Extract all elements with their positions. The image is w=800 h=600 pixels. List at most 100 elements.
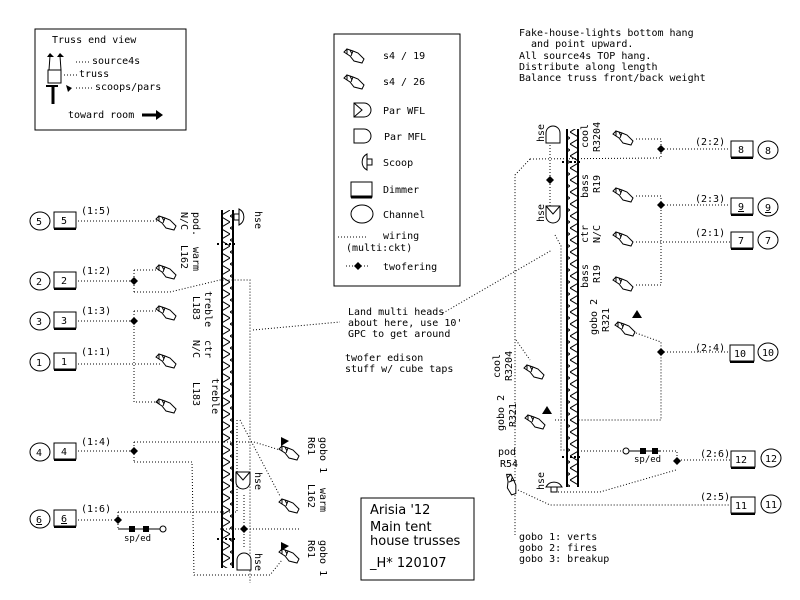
dimmer-number: 3 [61, 316, 67, 327]
gobo-triangle-icon [542, 406, 552, 414]
spled-connector-left: sp/ed [118, 525, 167, 544]
fixture-label: R61 [305, 540, 316, 558]
channel-number: 4 [36, 448, 42, 459]
notes-top: Fake-house-lights bottom hang and point … [519, 28, 706, 84]
fixture-label: warm [190, 247, 201, 271]
fixture-label: treble [202, 291, 213, 327]
scoop-fixture [545, 481, 563, 493]
left-truss-labels: pod. N/C warm L162 treble L183 ctr N/C t… [178, 211, 328, 576]
channel-number: 1 [36, 358, 42, 369]
source4-fixture [498, 471, 524, 497]
truss-end-view-title: Truss end view [52, 35, 137, 46]
hse-label: hse [536, 472, 547, 490]
spled-label: sp/ed [124, 534, 151, 544]
channel-number: 11 [765, 500, 777, 511]
truss-end-view-icon [46, 53, 72, 104]
source4-fixture [524, 414, 546, 430]
par-wfl-fixture [235, 471, 251, 490]
channel-number: 6 [36, 515, 42, 526]
title-line-4: _H* 120107 [369, 556, 447, 571]
left-circuit-3: 3 3 (1:3) [29, 306, 111, 331]
multi-circuit-label: (1:4) [81, 437, 111, 448]
right-circuit-11: (2:5) 11 11 [700, 492, 782, 515]
gobo-key-line: gobo 3: breakup [519, 554, 609, 565]
multi-circuit-label: (2:6) [700, 449, 730, 460]
twofer-node [673, 457, 681, 465]
left-circuit-4: 4 4 (1:4) [29, 437, 111, 462]
scoop-fixture [233, 208, 245, 226]
left-wiring [78, 220, 300, 583]
fixture-label: L183 [190, 296, 201, 320]
truss-end-label-scoops: scoops/pars [95, 82, 161, 93]
channel-number: 12 [765, 454, 777, 465]
title-line-2: Main tent [370, 520, 432, 535]
legend-label-dimmer: Dimmer [383, 185, 419, 196]
legend-label-s4-19: s4 / 19 [383, 51, 425, 62]
dimmer-number: 1 [61, 357, 67, 368]
source4-fixture [155, 264, 177, 280]
multi-circuit-label: (1:1) [81, 347, 111, 358]
twofer-node [657, 201, 665, 209]
legend-label-par-wfl: Par WFL [383, 106, 425, 117]
multi-circuit-label: (2:3) [695, 194, 725, 205]
gobo-triangle-icon [281, 542, 289, 551]
gobo-triangle-icon [281, 437, 289, 446]
fixture-label: R3204 [592, 122, 603, 152]
legend-label-wiring: wiring [383, 231, 419, 242]
fixture-label: cool [492, 354, 503, 378]
fixture-label: bass [580, 174, 591, 198]
notes-middle: Land multi heads about here, use 10' GPC… [345, 307, 462, 375]
channel-number: 8 [765, 146, 771, 157]
twofer-node [114, 516, 122, 524]
multi-circuit-label: (2:4) [695, 343, 725, 354]
source4-fixture [155, 305, 177, 321]
fixture-label: gobo 1 [317, 540, 328, 576]
right-circuit-8: (2:2) 8 8 [695, 137, 779, 160]
note-line: Fake-house-lights bottom hang [519, 28, 694, 39]
right-circuit-12: (2:6) 12 12 [700, 448, 782, 469]
note-line: All source4s TOP hang. [519, 51, 651, 62]
fixture-label: treble [209, 378, 220, 414]
left-circuit-2: 2 2 (1:2) [29, 266, 111, 291]
legend-label-scoop: Scoop [383, 158, 413, 169]
twofer-node [546, 176, 554, 184]
fixture-label: R54 [500, 459, 518, 470]
legend-label-twofering: twofering [383, 262, 437, 273]
fixture-label: bass [580, 264, 591, 288]
right-truss [562, 129, 581, 487]
twofer-node [657, 145, 665, 153]
source4-fixture [612, 187, 634, 203]
legend-box: s4 / 19 s4 / 26 Par WFL Par MFL Scoop Di… [333, 33, 461, 287]
twofer-node [130, 447, 138, 455]
channel-circle [29, 211, 51, 231]
right-circuit-7: (2:1) 7 7 [695, 228, 779, 250]
spled-connector-right: sp/ed [622, 447, 661, 465]
right-wiring [514, 138, 730, 535]
multi-circuit-label: (1:3) [81, 306, 111, 317]
truss-end-label-source4s: source4s [92, 56, 140, 67]
gobo-key-line: gobo 2: fires [519, 543, 597, 554]
source4-fixture [612, 276, 634, 292]
hse-label: hse [252, 472, 263, 490]
left-circuit-5: 5 5 (1:5) [29, 206, 111, 231]
truss-end-view-box: Truss end view source4s truss scoops/par… [34, 28, 187, 131]
note-line: twofer edison [345, 353, 423, 364]
fixture-label: pod. [190, 212, 201, 236]
channel-number: 10 [762, 348, 774, 359]
hse-label: hse [536, 124, 547, 142]
channel-number: 9 [765, 203, 771, 214]
par-mfl-icon [353, 128, 372, 144]
hse-label: hse [252, 553, 263, 571]
source4-fixture [523, 364, 545, 380]
dimmer-number: 2 [61, 276, 67, 287]
note-line: stuff w/ cube taps [345, 364, 453, 375]
multi-circuit-label: (2:2) [695, 137, 725, 148]
hse-label: hse [252, 211, 263, 229]
twofer-node [130, 277, 138, 285]
legend-label-channel: Channel [383, 210, 425, 221]
source4-fixture [614, 321, 636, 337]
twofer-node [657, 348, 665, 356]
right-circuit-10: (2:4) 10 10 [695, 342, 779, 363]
right-truss-labels: cool R3204 bass R19 ctr N/C bass R19 gob… [492, 122, 612, 490]
